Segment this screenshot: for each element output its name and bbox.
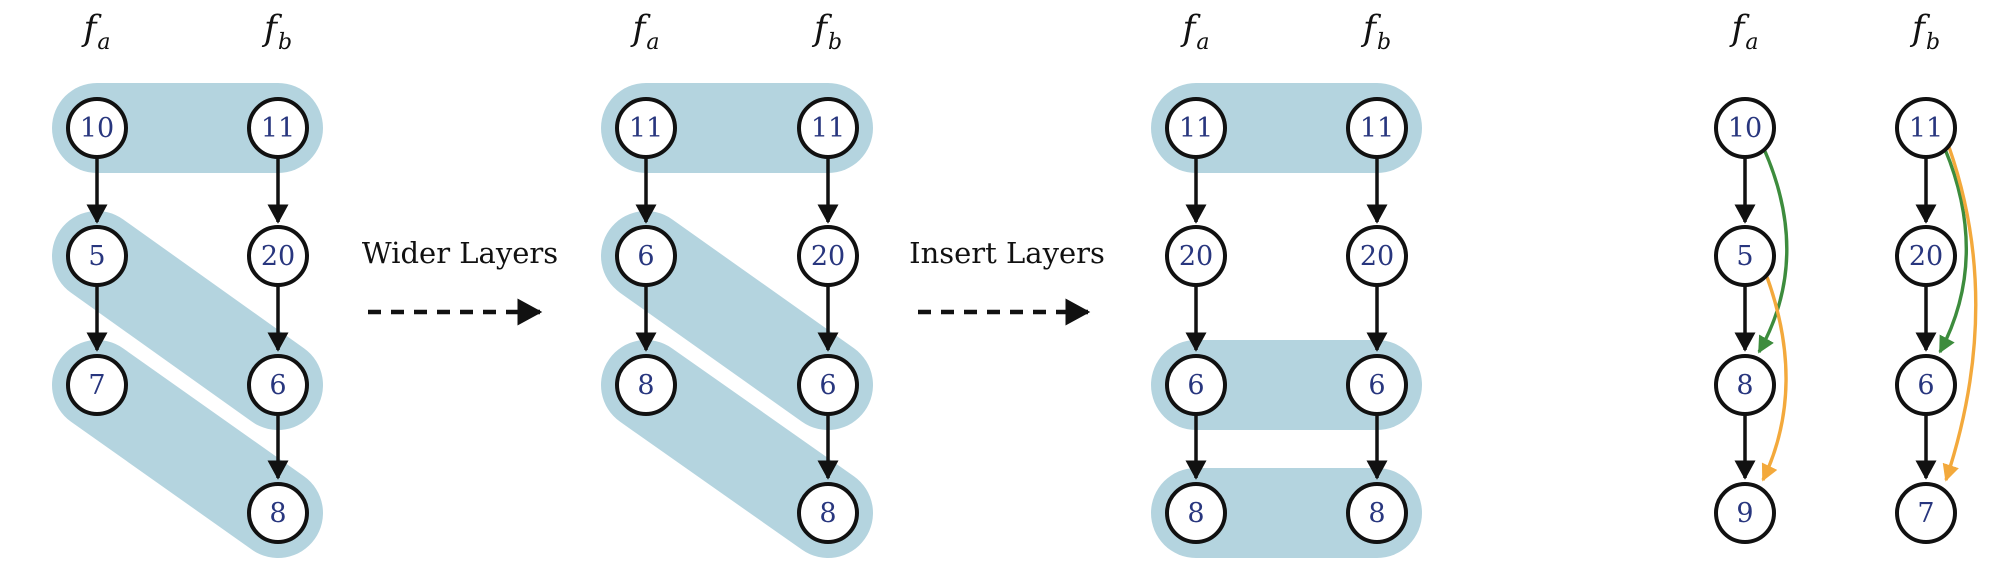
graph-node: 11 — [1165, 97, 1227, 159]
column-label-fa-p4: fa — [1705, 9, 1785, 55]
graph-node: 7 — [66, 354, 128, 416]
column-label-fb-p4: fb — [1886, 9, 1966, 55]
graph-node: 8 — [615, 354, 677, 416]
label-sub-a: a — [97, 30, 111, 55]
label-f: f — [632, 9, 646, 49]
graph-node: 11 — [1895, 97, 1957, 159]
graph-node: 6 — [1346, 354, 1408, 416]
alignment-blobs — [52, 83, 1422, 558]
label-sub-a: a — [646, 30, 660, 55]
label-f: f — [1182, 9, 1196, 49]
skip-curve-fa-orange — [1761, 276, 1788, 482]
graph-node: 8 — [1165, 482, 1227, 544]
wider-layers-label: Wider Layers — [361, 236, 559, 270]
label-sub-b: b — [1925, 30, 1941, 55]
insert-layers-label: Insert Layers — [909, 236, 1105, 270]
graph-node: 7 — [1895, 482, 1957, 544]
skip-curve-fb-green — [1938, 148, 1969, 354]
label-f: f — [83, 9, 97, 49]
label-f: f — [1911, 9, 1925, 49]
graph-node: 20 — [1165, 225, 1227, 287]
graph-node: 10 — [1714, 97, 1776, 159]
graph-node: 8 — [797, 482, 859, 544]
graph-node: 10 — [66, 97, 128, 159]
column-label-fa-p1: fa — [57, 9, 137, 55]
graph-node: 20 — [247, 225, 309, 287]
label-sub-a: a — [1745, 30, 1759, 55]
column-label-fa-p3: fa — [1156, 9, 1236, 55]
skip-curve-fa-green — [1757, 148, 1789, 354]
blob-p2-diag2 — [601, 340, 873, 558]
blob-p1-diag2 — [52, 340, 323, 558]
graph-node: 11 — [797, 97, 859, 159]
graph-node: 6 — [615, 225, 677, 287]
graph-node: 9 — [1714, 482, 1776, 544]
blob-p2-diag1 — [601, 211, 873, 430]
graph-node: 20 — [797, 225, 859, 287]
graph-node: 8 — [247, 482, 309, 544]
graph-node: 6 — [1895, 354, 1957, 416]
label-f: f — [263, 9, 277, 49]
column-label-fa-p2: fa — [606, 9, 686, 55]
graph-node: 6 — [797, 354, 859, 416]
blob-p1-diag1 — [52, 211, 323, 430]
graph-edges — [86, 156, 1937, 480]
graph-node: 5 — [1714, 225, 1776, 287]
graph-node: 11 — [1346, 97, 1408, 159]
graph-node: 11 — [615, 97, 677, 159]
graph-node: 20 — [1346, 225, 1408, 287]
label-sub-b: b — [827, 30, 843, 55]
column-label-fb-p1: fb — [238, 9, 318, 55]
skip-curve-fb-orange — [1942, 146, 1978, 482]
graph-node: 11 — [247, 97, 309, 159]
graph-node: 5 — [66, 225, 128, 287]
label-f: f — [1731, 9, 1745, 49]
label-sub-a: a — [1196, 30, 1210, 55]
label-sub-b: b — [1376, 30, 1392, 55]
graph-node: 8 — [1714, 354, 1776, 416]
label-f: f — [1362, 9, 1376, 49]
graph-node: 20 — [1895, 225, 1957, 287]
label-f: f — [813, 9, 827, 49]
graph-node: 6 — [1165, 354, 1227, 416]
column-label-fb-p2: fb — [788, 9, 868, 55]
graph-node: 6 — [247, 354, 309, 416]
graph-node: 8 — [1346, 482, 1408, 544]
label-sub-b: b — [277, 30, 293, 55]
column-label-fb-p3: fb — [1337, 9, 1417, 55]
